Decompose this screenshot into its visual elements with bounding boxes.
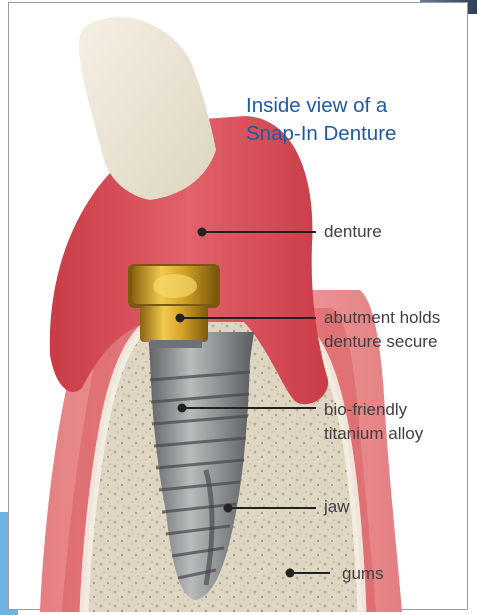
marker-jaw xyxy=(224,504,233,513)
label-implant: bio-friendly titanium alloy xyxy=(324,398,423,446)
marker-denture xyxy=(198,228,207,237)
marker-implant xyxy=(178,404,187,413)
label-denture: denture xyxy=(324,223,382,240)
title-line-1: Inside view of a xyxy=(246,96,387,117)
marker-abutment xyxy=(176,314,185,323)
label-abutment: abutment holds denture secure xyxy=(324,306,440,354)
marker-gums xyxy=(286,569,295,578)
tooth-shape xyxy=(79,17,216,200)
title-line-2: Snap-In Denture xyxy=(246,124,396,145)
label-jaw: jaw xyxy=(324,498,350,515)
label-gums: gums xyxy=(342,565,384,582)
abutment xyxy=(128,264,220,348)
